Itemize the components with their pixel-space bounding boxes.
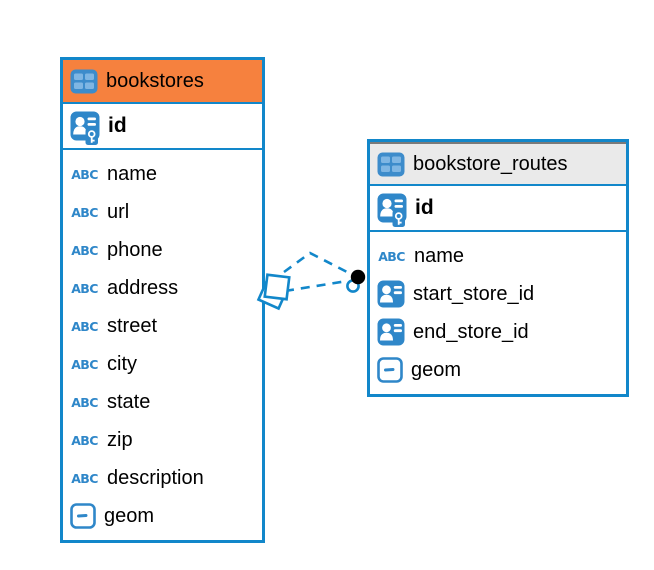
text-type-icon: ABC: [71, 432, 98, 448]
column-name: phone: [107, 238, 163, 261]
column-name: geom: [104, 504, 155, 527]
table-bookstores[interactable]: bookstores id ABC: [60, 57, 265, 543]
text-type-icon: ABC: [71, 204, 98, 220]
column-name: id: [108, 114, 127, 137]
primary-key-icon: [377, 193, 407, 227]
text-type-icon: ABC: [71, 318, 98, 334]
column-name: geom: [411, 358, 462, 381]
column-name: start_store_id: [413, 282, 535, 305]
column-name: end_store_id: [413, 320, 529, 343]
table-icon: [377, 152, 405, 177]
column-name: name: [107, 162, 158, 185]
column-name: description: [107, 466, 204, 489]
relationship-line[interactable]: [284, 279, 348, 293]
column-name: url: [107, 200, 130, 223]
table-row[interactable]: ABC state: [63, 383, 262, 421]
table-bookstores-header[interactable]: bookstores: [63, 60, 262, 104]
text-type-icon: ABC: [71, 280, 98, 296]
text-type-icon: ABC: [378, 248, 405, 264]
text-type-icon: ABC: [71, 242, 98, 258]
field-list: ABC name ABC url ABC phone ABC address A…: [63, 150, 262, 540]
table-row[interactable]: ABC url: [63, 193, 262, 231]
table-row[interactable]: ABC address: [63, 269, 262, 307]
field-list: ABC name start_store_id: [370, 232, 626, 394]
table-row[interactable]: ABC name: [63, 155, 262, 193]
table-row[interactable]: ABC zip: [63, 421, 262, 459]
table-icon: [70, 69, 98, 94]
table-row[interactable]: id: [63, 104, 262, 150]
text-type-icon: ABC: [71, 356, 98, 372]
relationship-line[interactable]: [283, 251, 352, 276]
table-row[interactable]: ABC street: [63, 307, 262, 345]
primary-key-icon: [70, 111, 100, 145]
foreign-key-icon: [377, 318, 405, 346]
table-row[interactable]: geom: [63, 497, 262, 535]
column-name: address: [107, 276, 179, 299]
table-bookstore-routes-header[interactable]: bookstore_routes: [370, 142, 626, 186]
geometry-type-icon: [377, 357, 403, 383]
table-title: bookstores: [106, 69, 204, 92]
column-name: state: [107, 390, 151, 413]
column-name: id: [415, 196, 434, 219]
one-end-marker: [346, 269, 366, 293]
foreign-key-icon: [377, 280, 405, 308]
column-name: street: [107, 314, 158, 337]
table-row[interactable]: ABC name: [370, 237, 626, 275]
table-row[interactable]: geom: [370, 351, 626, 389]
geometry-type-icon: [70, 503, 96, 529]
table-row[interactable]: id: [370, 186, 626, 232]
table-row[interactable]: ABC phone: [63, 231, 262, 269]
table-row[interactable]: end_store_id: [370, 313, 626, 351]
column-name: zip: [107, 428, 133, 451]
column-name: city: [107, 352, 137, 375]
text-type-icon: ABC: [71, 166, 98, 182]
text-type-icon: ABC: [71, 394, 98, 410]
text-type-icon: ABC: [71, 470, 98, 486]
table-row[interactable]: ABC description: [63, 459, 262, 497]
table-row[interactable]: ABC city: [63, 345, 262, 383]
column-name: name: [414, 244, 465, 267]
table-title: bookstore_routes: [413, 152, 568, 175]
table-bookstore-routes[interactable]: bookstore_routes id ABC: [367, 139, 629, 397]
relationship-connector[interactable]: [256, 251, 366, 311]
table-row[interactable]: start_store_id: [370, 275, 626, 313]
